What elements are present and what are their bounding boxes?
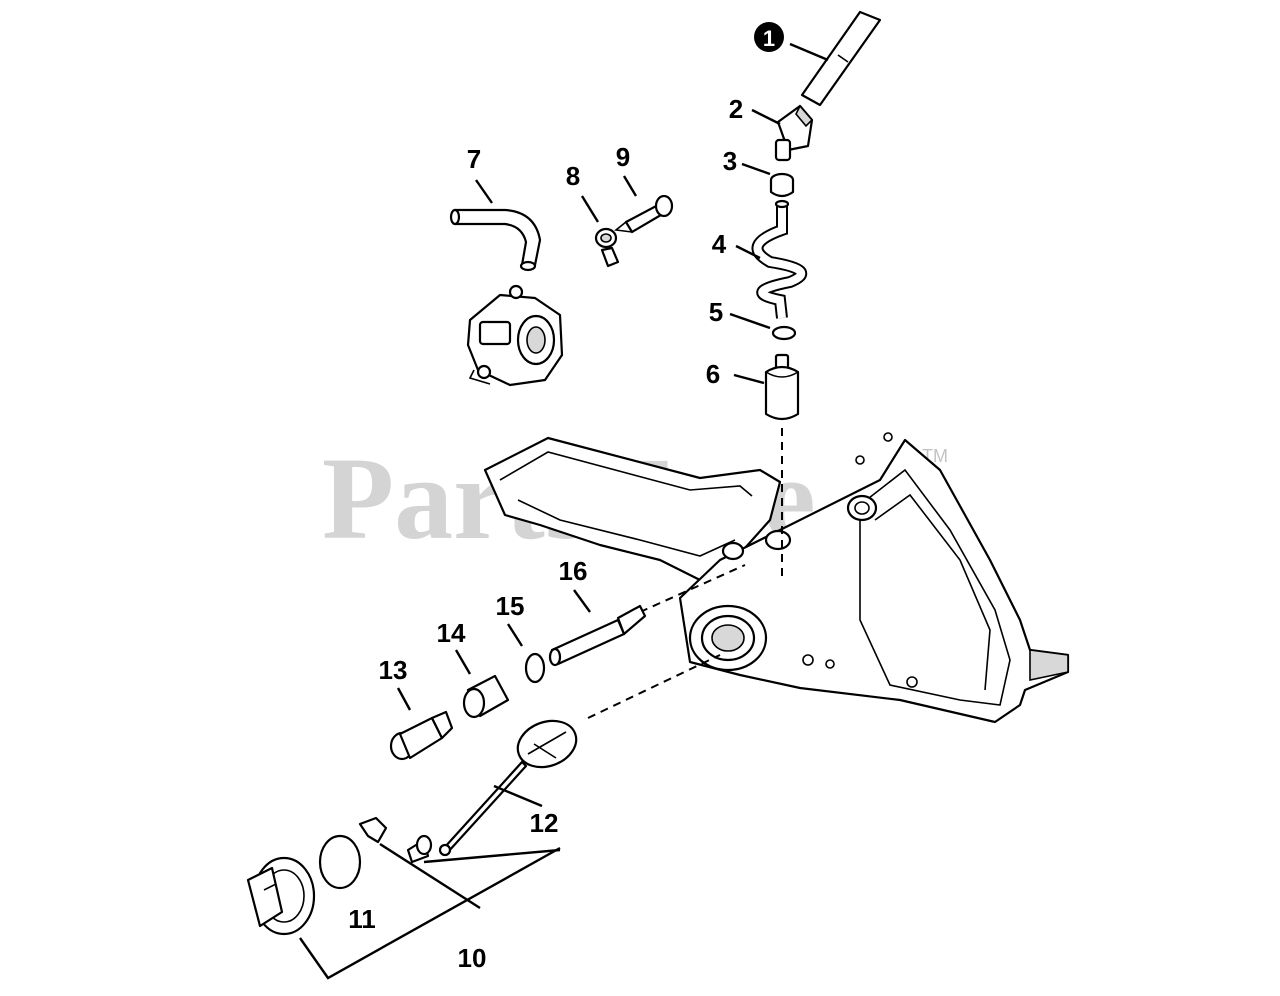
part-2-elbow-drawing [774, 104, 814, 162]
assembly-line-pipe [639, 564, 746, 613]
callout-5: 5 [709, 297, 723, 327]
part-14-bushing-drawing [462, 674, 510, 719]
part-1-hose-drawing [800, 10, 882, 107]
part-15-oring-drawing [524, 652, 546, 684]
part-10-cap-drawing [246, 856, 316, 936]
callout-14: 14 [437, 618, 466, 648]
callout-10: 10 [458, 943, 487, 973]
callout-1: 1 [763, 26, 775, 51]
part-10-clip-drawing [358, 816, 388, 844]
callout-3: 3 [723, 146, 737, 176]
part-13-plug-drawing [389, 710, 454, 761]
part-3-grommet-drawing [769, 172, 795, 198]
part-16-pipe-drawing [548, 604, 647, 667]
callout-4: 4 [712, 229, 727, 259]
housing-drawing [483, 432, 1070, 724]
callout-2: 2 [729, 94, 743, 124]
callout-13: 13 [379, 655, 408, 685]
callout-7: 7 [467, 144, 481, 174]
part-10-screw-drawing [406, 834, 433, 864]
part-6-filter-drawing [764, 353, 800, 421]
callout-1-circle [754, 22, 784, 52]
callout-8: 8 [566, 161, 580, 191]
carburetor-drawing [466, 284, 564, 387]
part-8-9-fitting-drawing [594, 194, 674, 268]
part-5-oring-drawing [771, 325, 797, 341]
callout-6: 6 [706, 359, 720, 389]
part-12-dipstick-drawing [438, 719, 578, 857]
part-11-disc-drawing [318, 834, 362, 890]
callout-15: 15 [496, 591, 525, 621]
part-7-hose-drawing [449, 208, 542, 272]
callout-12: 12 [530, 808, 559, 838]
callouts: 1 2 3 4 5 6 7 8 9 10 11 12 13 14 15 16 [348, 22, 784, 973]
callout-11: 11 [348, 904, 376, 934]
assembly-line-dipstick [587, 654, 721, 719]
callout-9: 9 [616, 142, 630, 172]
callout-16: 16 [559, 556, 588, 586]
leader-lines [299, 42, 829, 980]
part-4-coil-drawing [751, 199, 808, 319]
